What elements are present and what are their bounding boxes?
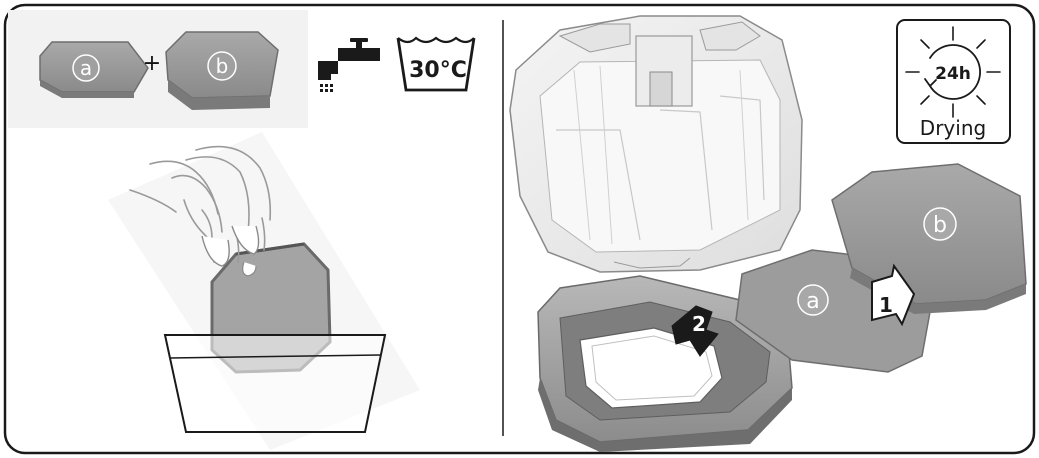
step-2-label: 2 [692, 312, 706, 336]
filter-a-small: a [40, 42, 148, 98]
filter-b-small: b [166, 32, 278, 110]
plus-sign: + [143, 51, 161, 76]
filter-b-large-label: b [933, 213, 947, 238]
filter-a-large-label: a [806, 289, 819, 314]
drying-label: Drying [920, 116, 986, 140]
dust-container [510, 16, 802, 272]
drying-time-label: 24h [935, 64, 971, 84]
drying-icon-box: 24h Drying [897, 20, 1010, 143]
filter-b-label: b [216, 54, 229, 78]
filter-a-label: a [80, 56, 92, 80]
step-1-label: 1 [879, 293, 893, 317]
temperature-label: 30°C [409, 58, 467, 83]
